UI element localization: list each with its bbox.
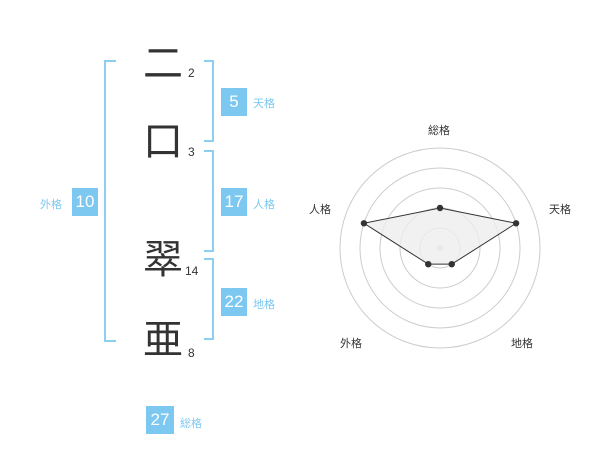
name-char-1: 二 xyxy=(143,41,183,87)
stroke-count-2: 3 xyxy=(188,145,195,159)
gaikaku-score-badge: 10 xyxy=(72,188,98,216)
jinkaku-bracket xyxy=(204,150,214,252)
stroke-count-1: 2 xyxy=(188,66,195,80)
radar-polygon xyxy=(362,207,518,265)
stroke-count-3: 14 xyxy=(185,264,199,278)
radar-label-gaikaku: 外格 xyxy=(340,337,362,350)
radar-label-chikaku: 地格 xyxy=(511,337,533,350)
name-char-2: 口 xyxy=(143,119,183,165)
tenkaku-score-badge: 5 xyxy=(221,88,247,116)
chikaku-score-badge: 22 xyxy=(221,288,247,316)
soukaku-score-badge: 27 xyxy=(146,406,174,434)
radar-point-2 xyxy=(512,220,520,227)
name-char-4: 亜 xyxy=(143,317,183,363)
radar-label-tenkaku: 天格 xyxy=(549,203,571,216)
stroke-count-4: 8 xyxy=(188,346,195,360)
tenkaku-label: 天格 xyxy=(253,97,275,110)
radar-ring xyxy=(379,187,501,309)
radar-point-3 xyxy=(448,260,455,268)
radar-ring xyxy=(359,167,521,329)
chikaku-bracket xyxy=(204,258,214,340)
chikaku-label: 地格 xyxy=(253,298,275,311)
gaikaku-bracket xyxy=(104,60,116,342)
name-char-3: 翠 xyxy=(143,237,183,283)
radar-label-soukaku: 総格 xyxy=(428,124,450,137)
radar-point-4 xyxy=(425,260,432,268)
radar-chart xyxy=(339,147,541,349)
radar-point-1 xyxy=(436,204,444,212)
soukaku-label: 総格 xyxy=(180,417,202,430)
jinkaku-label: 人格 xyxy=(253,198,275,211)
radar-label-jinkaku: 人格 xyxy=(309,203,331,216)
tenkaku-bracket xyxy=(204,60,214,142)
radar-ring xyxy=(339,147,541,349)
radar-point-5 xyxy=(360,220,368,227)
jinkaku-score-badge: 17 xyxy=(221,188,247,216)
gaikaku-label: 外格 xyxy=(40,198,62,211)
